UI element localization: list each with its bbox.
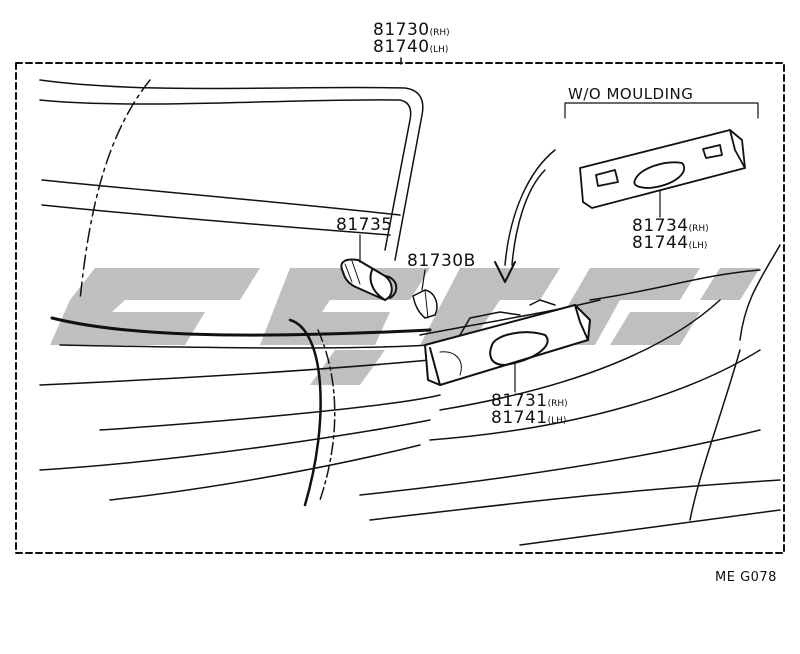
part-number: 81734 [632, 216, 689, 236]
gasket-plate [579, 129, 746, 209]
part-label-81730b: 81730B [407, 251, 476, 271]
part-number: 81740 [373, 37, 430, 57]
section-header: W/O MOULDING [568, 85, 694, 103]
part-label-81730: 81730(RH) [373, 22, 450, 39]
part-side: (RH) [547, 399, 568, 409]
watermark-glyph-7 [610, 312, 700, 345]
watermark-glyph-1 [50, 268, 260, 345]
part-label-81744: 81744(LH) [632, 235, 707, 252]
wedge-bulb [412, 289, 438, 319]
part-label-81740: 81740(LH) [373, 39, 448, 56]
part-label-81734: 81734(RH) [632, 218, 709, 235]
part-side: (RH) [688, 224, 709, 234]
assembly-boundary [15, 62, 785, 554]
part-number: 81744 [632, 233, 689, 253]
watermark-glyph-5 [420, 268, 560, 345]
part-side: (LH) [429, 45, 449, 55]
part-label-81741: 81741(LH) [491, 410, 566, 427]
part-number: 81731 [491, 391, 548, 411]
part-side: (LH) [688, 241, 708, 251]
part-number: 81741 [491, 408, 548, 428]
drawing-code: ME G078 [715, 570, 777, 585]
body-panel [39, 79, 781, 546]
watermark-glyph-3 [290, 312, 390, 345]
watermark-logo [50, 268, 760, 385]
part-label-81731: 81731(RH) [491, 393, 568, 410]
leader-lines [359, 102, 759, 393]
part-side: (RH) [429, 28, 450, 38]
part-side: (LH) [547, 416, 567, 426]
bulb-socket [340, 258, 398, 301]
part-label-81735: 81735 [336, 215, 393, 235]
side-marker-lamp [424, 299, 591, 386]
part-number: 81730 [373, 20, 430, 40]
